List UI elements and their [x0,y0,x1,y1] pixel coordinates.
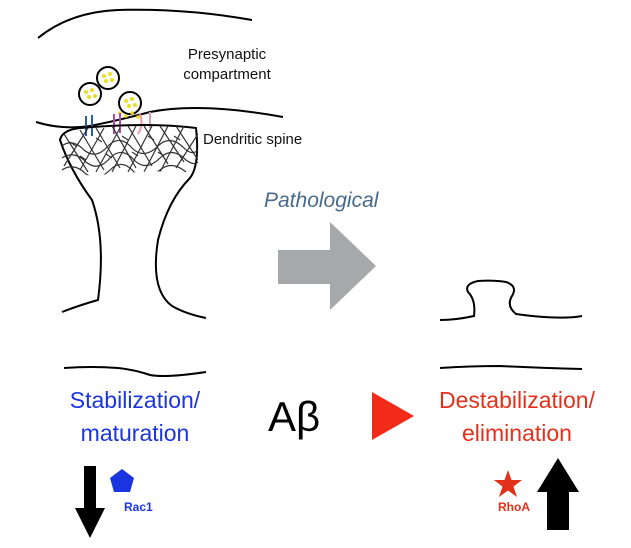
dendritic-spine-outline [58,124,207,319]
destabilized-spine-outline [439,279,583,321]
presynaptic-membrane-top [37,8,253,39]
rhoa-label: RhoA [498,500,530,514]
rhoa-star-icon [494,470,522,497]
presynaptic-label-line1: Presynaptic [187,46,267,63]
synaptic-vesicles [78,66,142,119]
stabilization-label-line1: Stabilization/ [69,387,201,413]
presynaptic-membrane-bottom [35,107,284,129]
stabilization-label: Stabilization/ maturation [56,384,214,450]
rac1-label: Rac1 [124,500,153,514]
destabilization-label: Destabilization/ elimination [418,384,616,450]
abeta-arrowhead [372,392,414,440]
stabilization-label-line2: maturation [80,420,190,446]
destabilization-label-line1: Destabilization/ [439,387,595,413]
abeta-label: Aβ [268,393,321,440]
presynaptic-compartment-label: Presynaptic compartment [168,45,286,85]
rac1-pentagon-icon [110,469,134,492]
actin-cytoskeleton [61,125,198,176]
rac1-down-arrow [75,466,105,538]
pathological-label: Pathological [264,189,379,212]
dendritic-spine-label: Dendritic spine [203,131,303,148]
dendrite-shaft-right [439,364,583,370]
dendrite-shaft-left [63,366,207,377]
rhoa-up-arrow [537,458,579,530]
pathological-arrow [278,222,376,310]
presynaptic-label-line2: compartment [183,66,271,83]
destabilization-label-line2: elimination [462,420,572,446]
